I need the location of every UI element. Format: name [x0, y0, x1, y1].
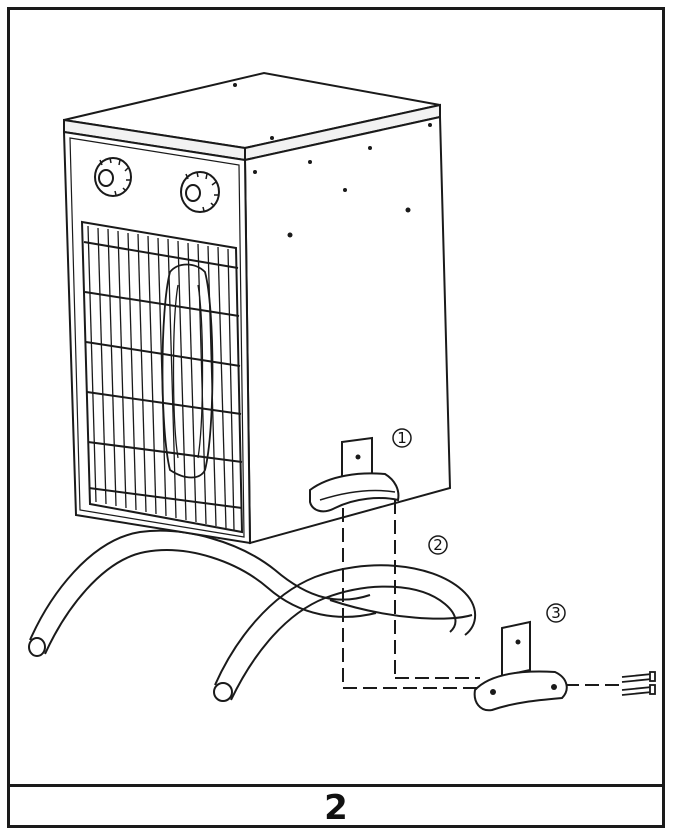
bracket-1 — [309, 436, 400, 513]
front-grille — [80, 220, 244, 534]
control-knob-left — [94, 157, 132, 197]
callout-3: 3 — [546, 603, 566, 623]
figure-frame: 1 2 3 2 — [7, 7, 665, 828]
callout-2-label: 2 — [433, 536, 443, 554]
stand-tube — [28, 529, 477, 702]
screw-holes — [233, 83, 432, 238]
callout-1-label: 1 — [397, 429, 407, 447]
figure-number: 2 — [324, 787, 348, 828]
front-panel — [62, 130, 252, 545]
screws — [621, 671, 656, 696]
assembly-guide-lines — [342, 500, 622, 689]
control-knob-right — [180, 171, 220, 213]
heater-assembly-diagram: 1 2 3 — [28, 71, 656, 712]
callout-3-label: 3 — [551, 604, 561, 622]
illustration-panel: 1 2 3 — [10, 10, 662, 784]
callout-2: 2 — [428, 535, 448, 555]
bracket-3 — [473, 620, 568, 712]
heater-body — [62, 71, 452, 545]
caption-divider — [10, 784, 662, 787]
callout-1: 1 — [392, 428, 412, 448]
